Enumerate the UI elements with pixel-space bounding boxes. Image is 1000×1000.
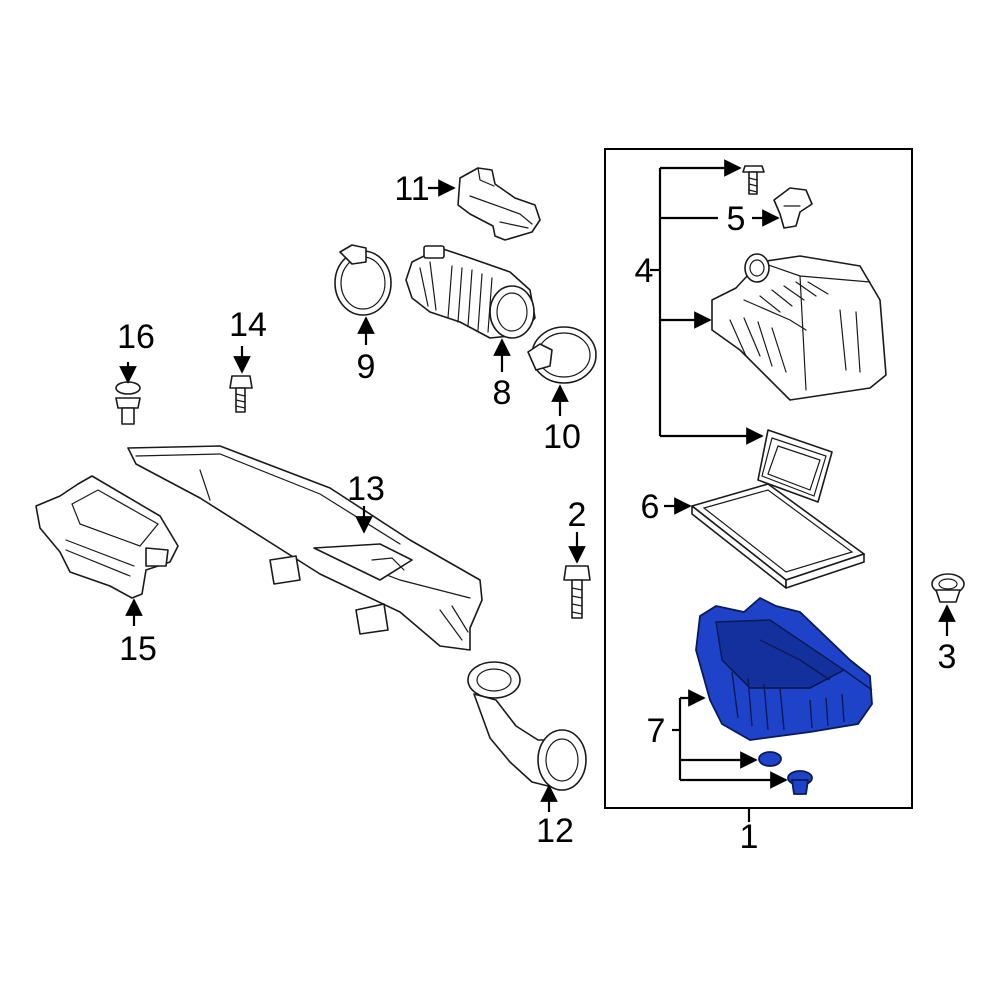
callout-15: 15 <box>119 630 157 668</box>
callouts: 1 2 3 4 5 6 7 8 9 10 11 12 13 14 15 16 <box>117 170 956 856</box>
callout-5: 5 <box>727 200 746 238</box>
part-12-duct-elbow[interactable] <box>467 661 587 791</box>
part-4-upper-housing[interactable] <box>711 253 887 401</box>
part-4-element-frame[interactable] <box>757 429 833 503</box>
callout-6: 6 <box>641 488 660 526</box>
callout-12: 12 <box>536 812 574 850</box>
callout-16: 16 <box>117 318 155 356</box>
callout-3: 3 <box>938 638 957 676</box>
part-7-mount[interactable] <box>787 770 813 795</box>
part-7-grommet[interactable] <box>758 751 782 767</box>
callout-14: 14 <box>229 306 267 344</box>
part-2-bolt[interactable] <box>563 565 591 619</box>
part-16-push-clip[interactable] <box>115 381 141 425</box>
callout-8: 8 <box>493 374 512 412</box>
callout-1: 1 <box>740 818 759 856</box>
assembly-box <box>604 148 913 822</box>
callout-9: 9 <box>357 348 376 386</box>
part-11-sensor-bracket[interactable] <box>457 167 541 241</box>
part-15-resonator[interactable] <box>35 475 179 599</box>
part-6-air-filter[interactable] <box>691 483 865 589</box>
callout-13: 13 <box>347 470 385 508</box>
callout-7: 7 <box>647 712 666 750</box>
callout-4: 4 <box>635 252 654 290</box>
part-4-screw[interactable] <box>742 165 765 195</box>
part-10-hose-clamp[interactable] <box>527 326 597 384</box>
part-3-grommet[interactable] <box>931 573 965 603</box>
part-9-hose-clamp[interactable] <box>334 244 392 316</box>
part-7-lower-housing[interactable] <box>695 597 873 741</box>
callout-10: 10 <box>543 418 581 456</box>
callout-2: 2 <box>568 496 587 534</box>
part-5-sensor[interactable] <box>773 187 813 229</box>
part-14-bolt[interactable] <box>229 375 253 413</box>
part-8-intake-hose[interactable] <box>405 245 536 339</box>
leader-lines <box>119 159 956 812</box>
part-13-intake-duct[interactable] <box>127 445 483 651</box>
callout-11: 11 <box>394 170 429 208</box>
